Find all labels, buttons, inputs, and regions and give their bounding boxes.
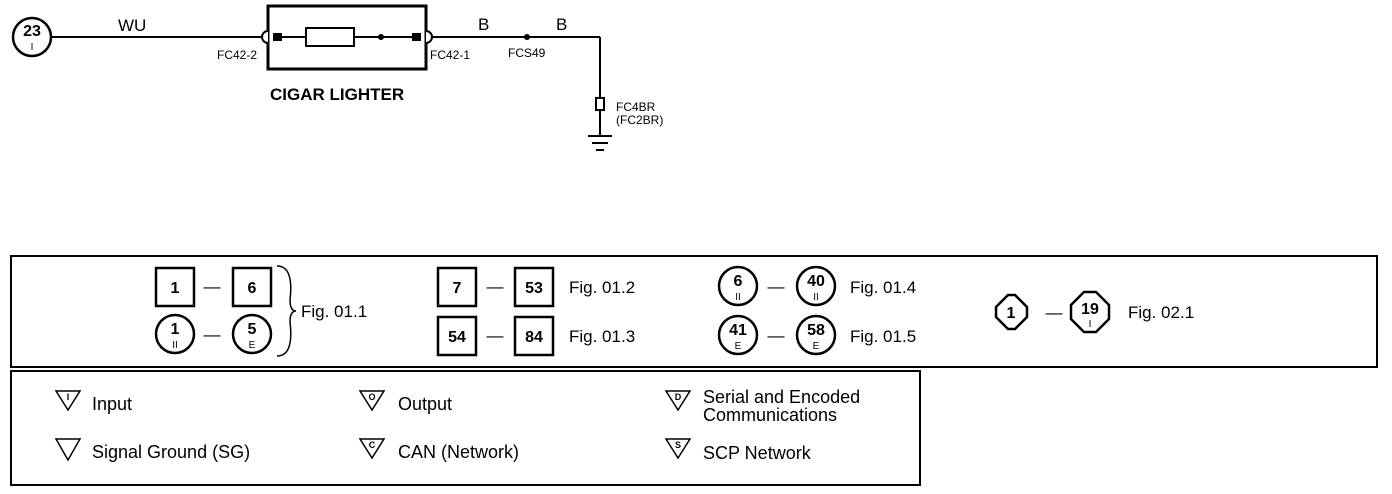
connector-circle xyxy=(795,314,837,356)
input-icon xyxy=(54,390,82,412)
legend-label: SCP Network xyxy=(703,443,812,463)
connector-circle xyxy=(231,313,273,355)
legend-label: Input xyxy=(92,394,132,414)
range-dash: — xyxy=(487,277,504,296)
connector-circle xyxy=(154,313,196,355)
figure-reference: Fig. 01.2 xyxy=(569,278,635,297)
range-dash: — xyxy=(768,277,785,296)
pin-label-right: FC42-1 xyxy=(430,48,470,62)
connector-circle xyxy=(717,314,759,356)
legend-box xyxy=(10,370,921,486)
legend-signal-ground: Signal Ground (SG) xyxy=(54,438,250,462)
ground-label-alt: (FC2BR) xyxy=(616,113,663,127)
connector-number: 1 xyxy=(171,321,180,338)
legend-symbol: C xyxy=(369,440,376,450)
range-dash: — xyxy=(487,326,504,345)
heating-element xyxy=(305,27,355,47)
range-dash: — xyxy=(1046,303,1063,322)
connector-square xyxy=(154,266,196,308)
connector-square xyxy=(513,315,555,357)
serial-icon xyxy=(664,390,692,412)
connector-number: 54 xyxy=(448,329,466,346)
connector-index-box xyxy=(10,255,1378,368)
figure-reference: Fig. 01.5 xyxy=(850,327,916,346)
ground-label: FC4BR xyxy=(616,100,656,114)
figure-reference: Fig. 01.1 xyxy=(301,302,367,321)
legend-symbol: S xyxy=(675,440,681,450)
splice-label: FCS49 xyxy=(508,46,546,60)
connector-number: 5 xyxy=(248,321,257,338)
range-dash: — xyxy=(768,326,785,345)
legend-label: Output xyxy=(398,394,452,414)
wire-color-label: WU xyxy=(118,16,146,35)
connector-number: 40 xyxy=(807,273,825,290)
connector-square xyxy=(231,266,273,308)
connector-sub: E xyxy=(249,340,256,351)
connector-square xyxy=(513,266,555,308)
legend-label: Signal Ground (SG) xyxy=(92,442,250,462)
legend-label: Serial and Encoded xyxy=(703,387,860,407)
legend-serial: D Serial and Encoded Communications xyxy=(664,387,860,425)
source-connector-sub: I xyxy=(31,42,34,53)
index-group-5: 41 E — 58 E Fig. 01.5 xyxy=(717,314,916,356)
connector-circle xyxy=(717,265,759,307)
figure-reference: Fig. 01.3 xyxy=(569,327,635,346)
connector-number: 1 xyxy=(1007,305,1016,322)
legend-label: Communications xyxy=(703,405,837,425)
legend-symbol: D xyxy=(675,392,682,402)
connector-sub: E xyxy=(813,341,820,352)
index-group-1: 1 — 6 1 II — 5 E Fig. 01.1 xyxy=(154,265,367,357)
output-icon xyxy=(358,390,386,412)
connector-octagon xyxy=(994,293,1029,331)
connector-sub: I xyxy=(1089,319,1092,330)
connector-number: 53 xyxy=(525,280,543,297)
connector-number: 19 xyxy=(1081,301,1099,318)
connector-number: 84 xyxy=(525,329,543,346)
wire-color-label: B xyxy=(556,15,567,34)
range-dash: — xyxy=(204,325,221,344)
figure-reference: Fig. 02.1 xyxy=(1128,303,1194,322)
index-group-2: 7 — 53 Fig. 01.2 xyxy=(436,266,635,308)
cigar-lighter-component xyxy=(261,4,433,71)
pin-label-left: FC42-2 xyxy=(217,48,257,62)
connector-sub: E xyxy=(735,341,742,352)
scp-icon xyxy=(664,438,692,460)
brace xyxy=(276,265,297,357)
legend-symbol: I xyxy=(67,392,70,402)
connector-sub: II xyxy=(813,292,819,303)
signal-ground-icon xyxy=(54,438,82,462)
connector-square xyxy=(436,315,478,357)
connector-square xyxy=(436,266,478,308)
legend-output: O Output xyxy=(358,390,452,414)
component-title: CIGAR LIGHTER xyxy=(270,85,404,104)
legend-symbol: O xyxy=(368,392,375,402)
connector-circle xyxy=(795,265,837,307)
connector-sub: II xyxy=(172,340,178,351)
can-icon xyxy=(358,438,386,460)
connector-number: 1 xyxy=(171,280,180,297)
connector-number: 6 xyxy=(734,273,743,290)
legend-input: I Input xyxy=(54,390,132,414)
index-group-4: 6 II — 40 II Fig. 01.4 xyxy=(717,265,916,307)
ground-symbol xyxy=(588,97,612,151)
source-connector-number: 23 xyxy=(23,23,41,40)
legend-can: C CAN (Network) xyxy=(358,438,519,462)
legend-scp: S SCP Network xyxy=(664,438,812,463)
connector-number: 58 xyxy=(807,322,825,339)
connector-number: 7 xyxy=(453,280,462,297)
connector-octagon xyxy=(1069,290,1111,334)
wire-color-label: B xyxy=(478,15,489,34)
range-dash: — xyxy=(204,277,221,296)
index-group-6: 1 — 19 I Fig. 02.1 xyxy=(994,290,1194,334)
connector-number: 6 xyxy=(248,280,257,297)
connector-number: 41 xyxy=(729,322,747,339)
index-group-3: 54 — 84 Fig. 01.3 xyxy=(436,315,635,357)
figure-reference: Fig. 01.4 xyxy=(850,278,916,297)
source-connector: 23 I xyxy=(11,16,53,58)
connector-sub: II xyxy=(735,292,741,303)
legend-label: CAN (Network) xyxy=(398,442,519,462)
